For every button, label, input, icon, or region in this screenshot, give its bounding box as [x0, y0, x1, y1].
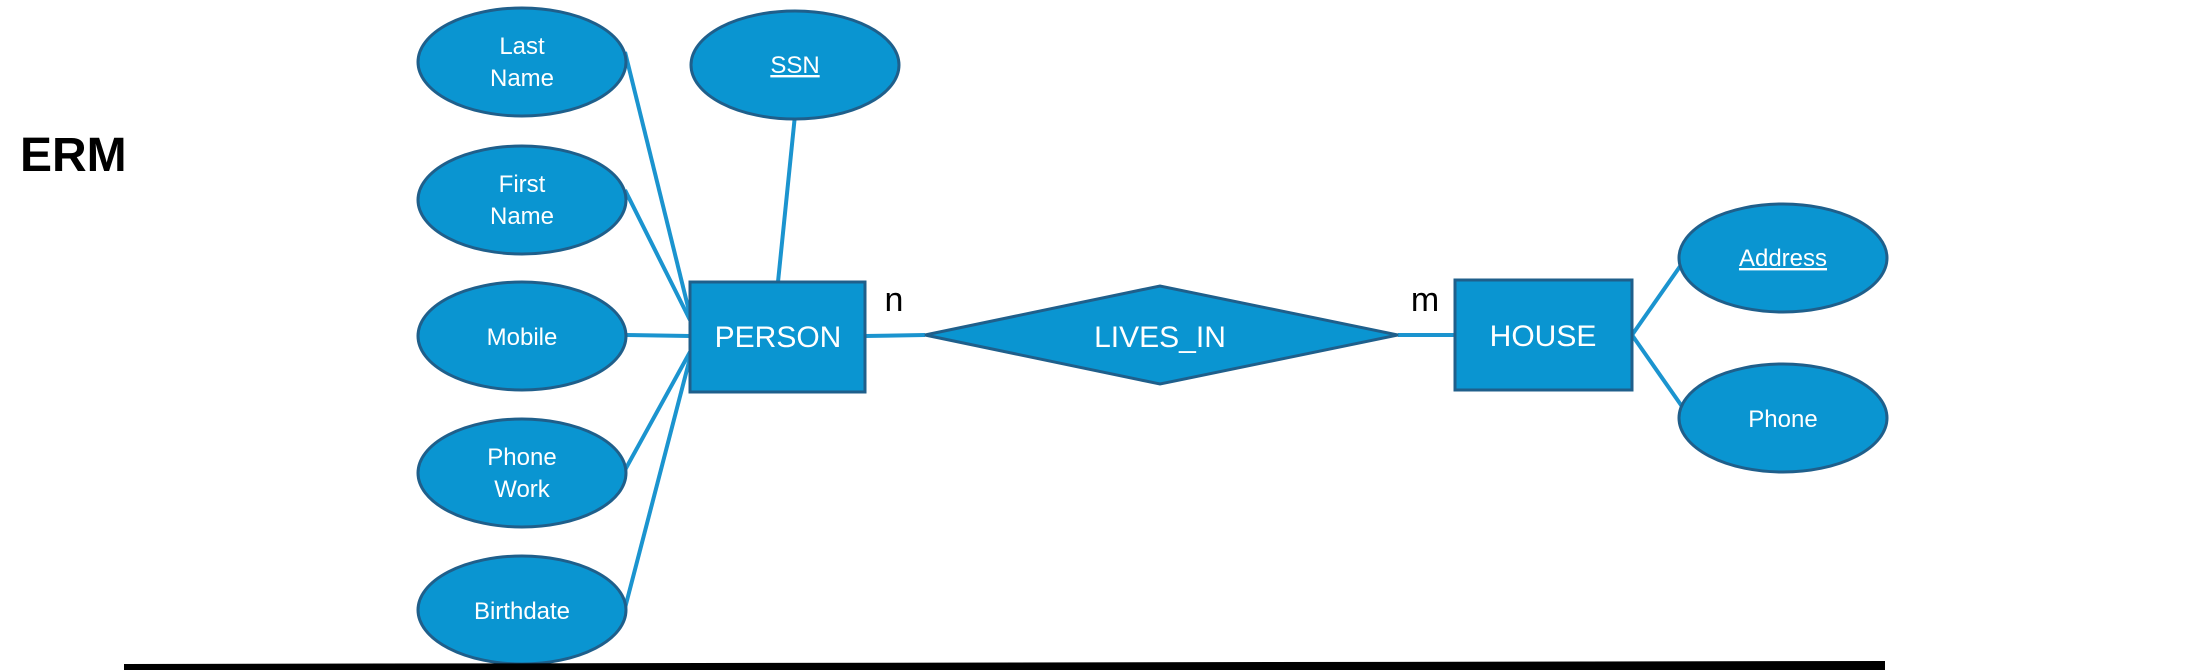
svg-text:SSN: SSN: [770, 52, 819, 79]
attribute-ssn-key: SSN: [689, 9, 901, 121]
svg-text:PERSON: PERSON: [715, 321, 842, 354]
attribute-mobile: Mobile: [416, 280, 628, 392]
svg-text:Name: Name: [490, 203, 554, 230]
attribute-birthdate: Birthdate: [416, 554, 628, 666]
line-last-name: [623, 51, 692, 316]
svg-text:Work: Work: [494, 476, 551, 503]
attribute-address-key: Address: [1677, 202, 1889, 314]
attribute-phone-work: Phone Work: [416, 417, 628, 529]
svg-text:Last: Last: [499, 33, 545, 60]
svg-text:First: First: [499, 171, 546, 198]
line-address: [1630, 253, 1690, 337]
bottom-divider: [124, 661, 1885, 670]
svg-text:Phone: Phone: [487, 444, 556, 471]
line-person-rel: [864, 333, 926, 338]
svg-text:LIVES_IN: LIVES_IN: [1094, 321, 1226, 354]
svg-text:Name: Name: [490, 65, 554, 92]
line-mobile: [624, 333, 691, 338]
attribute-first-name: First Name: [416, 144, 628, 256]
svg-text:HOUSE: HOUSE: [1490, 320, 1597, 353]
cardinality-n: n: [885, 281, 904, 319]
line-first-name: [623, 189, 692, 321]
connector-lines: [623, 51, 1690, 609]
svg-text:Phone: Phone: [1748, 406, 1817, 433]
entity-house: HOUSE: [1453, 278, 1634, 392]
line-birthdate: [623, 357, 692, 609]
attribute-last-name: Last Name: [416, 6, 628, 118]
line-ssn: [776, 114, 797, 283]
svg-text:Address: Address: [1739, 245, 1827, 272]
attribute-phone: Phone: [1677, 362, 1889, 474]
cardinality-m: m: [1411, 281, 1439, 319]
entity-person: PERSON: [688, 280, 867, 394]
relationship-lives-in: LIVES_IN: [924, 284, 1399, 386]
line-phone-work: [623, 351, 692, 471]
svg-text:Mobile: Mobile: [487, 324, 558, 351]
svg-text:Birthdate: Birthdate: [474, 598, 570, 625]
line-phone: [1630, 333, 1690, 417]
page-title: ERM: [20, 129, 127, 182]
